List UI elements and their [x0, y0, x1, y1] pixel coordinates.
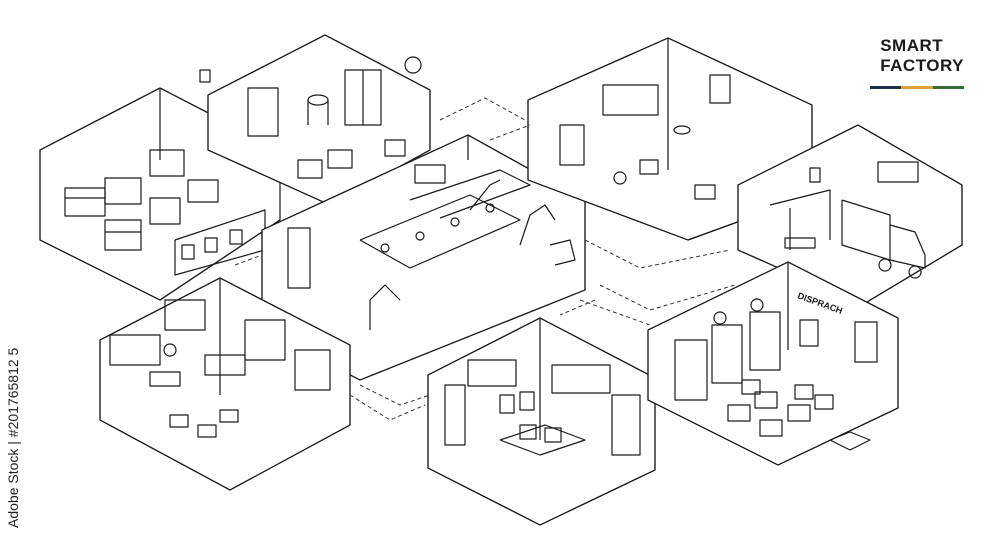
stock-watermark-id: Adobe Stock | #201765812 5	[3, 300, 23, 530]
steps-icon	[829, 431, 871, 451]
stairs-icon	[549, 239, 576, 266]
wall-chart-icon	[551, 364, 611, 394]
title-bar-segment	[932, 86, 964, 89]
desk-icon	[149, 371, 181, 387]
bar-chart-board-icon	[244, 319, 286, 361]
fridge-icon	[247, 87, 279, 137]
dispatch-door-icon	[854, 321, 878, 363]
title-line-1: SMART	[880, 36, 944, 55]
cabinet-icon	[287, 227, 311, 289]
kiosk-room	[427, 317, 656, 526]
server-rack-icon	[674, 298, 781, 401]
equipment-storage-room	[199, 34, 431, 206]
production-line-room	[261, 134, 586, 381]
chart-board-icon	[109, 334, 161, 366]
window-icon	[709, 74, 731, 104]
computer-icon	[799, 319, 819, 347]
diagram-board-icon	[294, 349, 331, 391]
parcel-boxes-icon	[727, 379, 834, 437]
info-board-icon	[164, 299, 206, 331]
designer-icon	[163, 343, 177, 357]
robot-arm-icon	[369, 179, 556, 330]
wall-display-icon	[694, 184, 716, 200]
truck-icon	[841, 199, 926, 279]
kiosk-terminal-icon	[444, 384, 466, 446]
conveyor-belt-icon	[359, 169, 531, 269]
smart-factory-title: SMART FACTORY	[880, 36, 964, 76]
control-panel-icon	[602, 84, 659, 116]
dispatch-room	[647, 261, 899, 466]
loading-crane-icon	[769, 189, 831, 250]
screen-icon	[467, 359, 517, 387]
title-color-bar	[870, 86, 964, 90]
wall-panel-icon	[199, 69, 211, 83]
stacked-crates-icon	[64, 149, 219, 251]
title-line-2: FACTORY	[880, 56, 964, 75]
flow-connectors	[234, 97, 736, 421]
table-icon	[499, 424, 586, 456]
stock-id-text: Adobe Stock | #201765812 5	[5, 347, 21, 528]
monitor-icon	[414, 164, 446, 184]
operator-icon	[613, 171, 627, 185]
design-office-room	[99, 277, 351, 491]
notice-board-icon	[877, 161, 919, 183]
vending-machine-icon	[611, 394, 641, 456]
title-bar-segment	[870, 86, 902, 89]
gauge-icon	[404, 56, 422, 74]
title-bar-segment	[901, 86, 933, 89]
